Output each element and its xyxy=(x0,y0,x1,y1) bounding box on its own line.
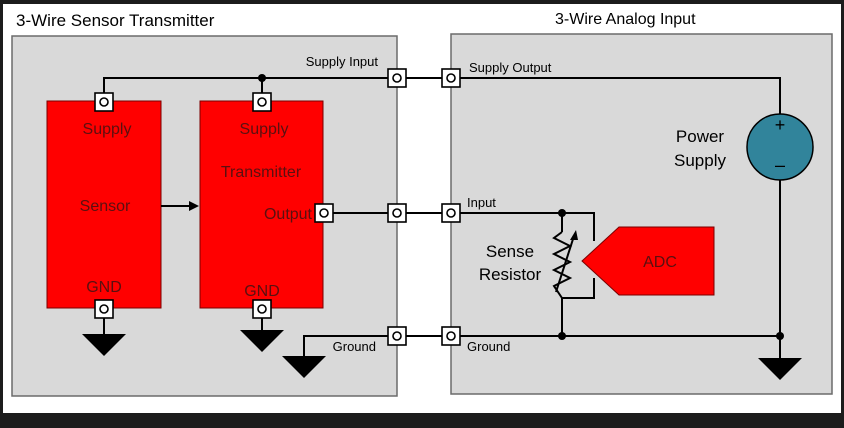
wire-supply-sensor xyxy=(103,77,388,95)
terminal-transmitter-output xyxy=(314,203,334,223)
power-supply-plus: + xyxy=(775,115,786,135)
junction-supply xyxy=(258,74,266,82)
supply-input-label: Supply Input xyxy=(306,54,379,69)
terminal-transmitter-supply xyxy=(252,92,272,112)
sense-resistor-label-line2: Resistor xyxy=(479,265,542,284)
junction-ground-supply xyxy=(776,332,784,340)
sensor-supply-label: Supply xyxy=(83,121,132,138)
transmitter-gnd-label: GND xyxy=(244,283,280,300)
sense-resistor-arrow-head xyxy=(570,230,578,240)
transmitter-title: 3-Wire Sensor Transmitter xyxy=(16,11,215,30)
wire-supply-output xyxy=(459,77,781,116)
sensor-gnd-label: GND xyxy=(86,279,122,296)
ground-symbols xyxy=(82,330,802,380)
power-supply-minus: – xyxy=(775,155,785,175)
signal-arrow-head xyxy=(189,201,199,211)
supply-output-label: Supply Output xyxy=(469,60,552,75)
ground-symbol-analog-input xyxy=(758,358,802,380)
wire-adc-top xyxy=(562,212,595,241)
junction-ground-resistor xyxy=(558,332,566,340)
terminal-supply-output xyxy=(441,68,461,88)
ground-symbol-transmitter xyxy=(240,330,284,352)
terminal-sensor-gnd xyxy=(94,299,114,319)
transmitter-name-label: Transmitter xyxy=(221,164,302,181)
ground-symbol-transmitter-panel xyxy=(282,356,326,378)
ground-symbol-sensor xyxy=(82,334,126,356)
analog-input-title: 3-Wire Analog Input xyxy=(555,11,696,28)
terminal-transmitter-ground xyxy=(387,326,407,346)
wire-ground-transmitter xyxy=(303,335,388,356)
terminal-analog-ground xyxy=(441,326,461,346)
terminal-transmitter-gnd xyxy=(252,299,272,319)
sensor-block xyxy=(46,100,162,309)
terminal-sensor-supply xyxy=(94,92,114,112)
sense-resistor-label-line1: Sense xyxy=(486,242,534,261)
sensor-name-label: Sensor xyxy=(80,198,131,215)
power-supply-label-line1: Power xyxy=(676,127,725,146)
sense-resistor-arrow-line xyxy=(555,235,575,293)
transmitter-block xyxy=(199,100,324,309)
power-supply-symbol xyxy=(746,113,814,181)
transmitter-ground-label: Ground xyxy=(333,339,376,354)
transmitter-supply-label: Supply xyxy=(240,121,289,138)
terminal-input xyxy=(441,203,461,223)
adc-block xyxy=(581,226,715,296)
junction-dots xyxy=(258,74,784,340)
transmitter-output-label: Output xyxy=(264,206,313,223)
terminal-supply-input xyxy=(387,68,407,88)
terminal-output xyxy=(387,203,407,223)
terminals xyxy=(94,68,461,346)
adc-label: ADC xyxy=(643,254,677,271)
junction-input xyxy=(558,209,566,217)
wire-adc-bottom xyxy=(562,278,595,299)
wires xyxy=(103,77,781,358)
analog-ground-label: Ground xyxy=(467,339,510,354)
power-supply-label-line2: Supply xyxy=(674,151,726,170)
input-label: Input xyxy=(467,195,496,210)
